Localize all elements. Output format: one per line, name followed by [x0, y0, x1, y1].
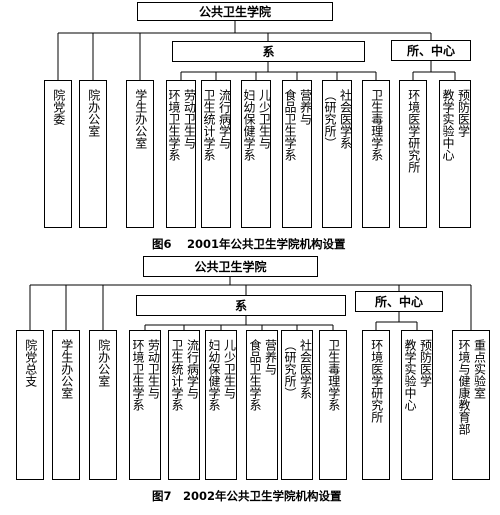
fig7-root-box: 公共卫生学院 [143, 256, 318, 277]
fig6-office-box: 学生办公室 [126, 80, 154, 228]
fig7-root-label: 公共卫生学院 [194, 260, 267, 274]
fig6-department-label: 卫生统计学系 [202, 89, 216, 161]
fig7-department-label: 食品卫生学系 [248, 339, 262, 411]
fig6-center-label: 预防医学 [456, 89, 471, 137]
fig6-department-label: 卫生毒理学系 [369, 89, 384, 161]
fig6-centers-label: 所、中心 [406, 44, 455, 58]
fig7-department-label: 儿少卫生与 [222, 339, 237, 399]
fig6-department-label: 儿少卫生与 [257, 89, 272, 149]
fig7-centers-label: 所、中心 [374, 295, 423, 309]
fig7-key-lab-box: 重点实验室 环境与健康教育部 [452, 330, 490, 480]
fig7-office-label: 院党总支 [23, 339, 38, 387]
fig6-office-label: 院党委 [51, 89, 66, 125]
fig6-department-label: 妇幼保健学系 [242, 89, 256, 161]
fig7-department-box: 流行病学与 卫生统计学系 [168, 330, 200, 480]
fig6-caption: 图6 2001年公共卫生学院机构设置 [152, 237, 346, 251]
fig6-office-box: 院党委 [44, 80, 72, 228]
fig7-office-label: 学生办公室 [59, 339, 74, 399]
fig6-root-label: 公共卫生学院 [198, 5, 271, 19]
fig7-key-lab-label: 环境与健康教育部 [457, 339, 471, 435]
fig6-office-box: 院办公室 [79, 80, 107, 228]
fig7-center-label: 环境医学研究所 [369, 339, 384, 423]
fig7-office-box: 院办公室 [89, 330, 117, 480]
fig7-departments-label: 系 [234, 299, 247, 313]
fig7-center-box: 环境医学研究所 [362, 330, 390, 480]
fig6-office-label: 院办公室 [86, 89, 101, 137]
fig6-departments-header: 系 [172, 41, 365, 62]
fig6-centers-header: 所、中心 [391, 40, 471, 61]
fig6-center-box: 预防医学 教学实验中心 [439, 80, 471, 228]
fig7-office-box: 学生办公室 [52, 330, 80, 480]
fig6-department-label: 社会医学系 [338, 89, 353, 149]
fig7-department-box: 营养与 食品卫生学系 [246, 330, 278, 480]
fig7-center-box: 预防医学 教学实验中心 [401, 330, 433, 480]
fig7-department-label: 营养与 [263, 339, 278, 375]
fig7-department-box: 社会医学系 （研究所） [281, 330, 313, 480]
fig7-department-label: 环境卫生学系 [131, 339, 145, 411]
fig6-center-box: 环境医学研究所 [399, 80, 427, 228]
fig7-department-label: 流行病学与 [185, 339, 200, 399]
fig6-center-label: 教学实验中心 [441, 89, 455, 161]
fig6-department-label: 环境卫生学系 [167, 89, 181, 161]
fig6-department-box: 劳动卫生与 环境卫生学系 [166, 80, 197, 228]
fig6-department-label: 营养与 [298, 89, 313, 125]
fig7-office-label: 院办公室 [96, 339, 111, 387]
fig7-department-label: 妇幼保健学系 [207, 339, 221, 411]
fig6-department-box: 儿少卫生与 妇幼保健学系 [241, 80, 272, 228]
fig6-department-label: 劳动卫生与 [182, 89, 197, 149]
fig6-department-label: 流行病学与 [217, 89, 232, 149]
fig7-center-label: 预防医学 [418, 339, 433, 387]
fig6-department-box: 流行病学与 卫生统计学系 [201, 80, 232, 228]
fig7-center-label: 教学实验中心 [403, 339, 417, 411]
fig7-department-label: 卫生统计学系 [170, 339, 184, 411]
fig6-department-box: 营养与 食品卫生学系 [282, 80, 313, 228]
fig7-departments-header: 系 [136, 295, 346, 316]
fig7-department-box: 劳动卫生与 环境卫生学系 [129, 330, 161, 480]
fig7-department-label: 卫生毒理学系 [326, 339, 341, 411]
fig6-departments-label: 系 [262, 45, 275, 59]
fig6-center-label: 环境医学研究所 [406, 89, 421, 173]
fig7-department-label: （研究所） [283, 339, 297, 399]
fig6-root-box: 公共卫生学院 [137, 2, 333, 21]
fig7-department-label: 劳动卫生与 [146, 339, 161, 399]
fig6-department-box: 卫生毒理学系 [362, 80, 390, 228]
fig7-key-lab-label: 重点实验室 [472, 339, 487, 399]
fig7-department-label: 社会医学系 [298, 339, 313, 399]
fig6-office-label: 学生办公室 [133, 89, 148, 149]
fig7-department-box: 卫生毒理学系 [319, 330, 347, 480]
fig6-department-label: 食品卫生学系 [283, 89, 297, 161]
fig7-centers-header: 所、中心 [355, 291, 443, 312]
fig6-department-box: 社会医学系 （研究所） [322, 80, 353, 228]
fig7-office-box: 院党总支 [16, 330, 44, 480]
fig6-department-label: （研究所） [323, 89, 337, 149]
fig7-department-box: 儿少卫生与 妇幼保健学系 [205, 330, 237, 480]
fig7-caption: 图7 2002年公共卫生学院机构设置 [152, 489, 342, 503]
